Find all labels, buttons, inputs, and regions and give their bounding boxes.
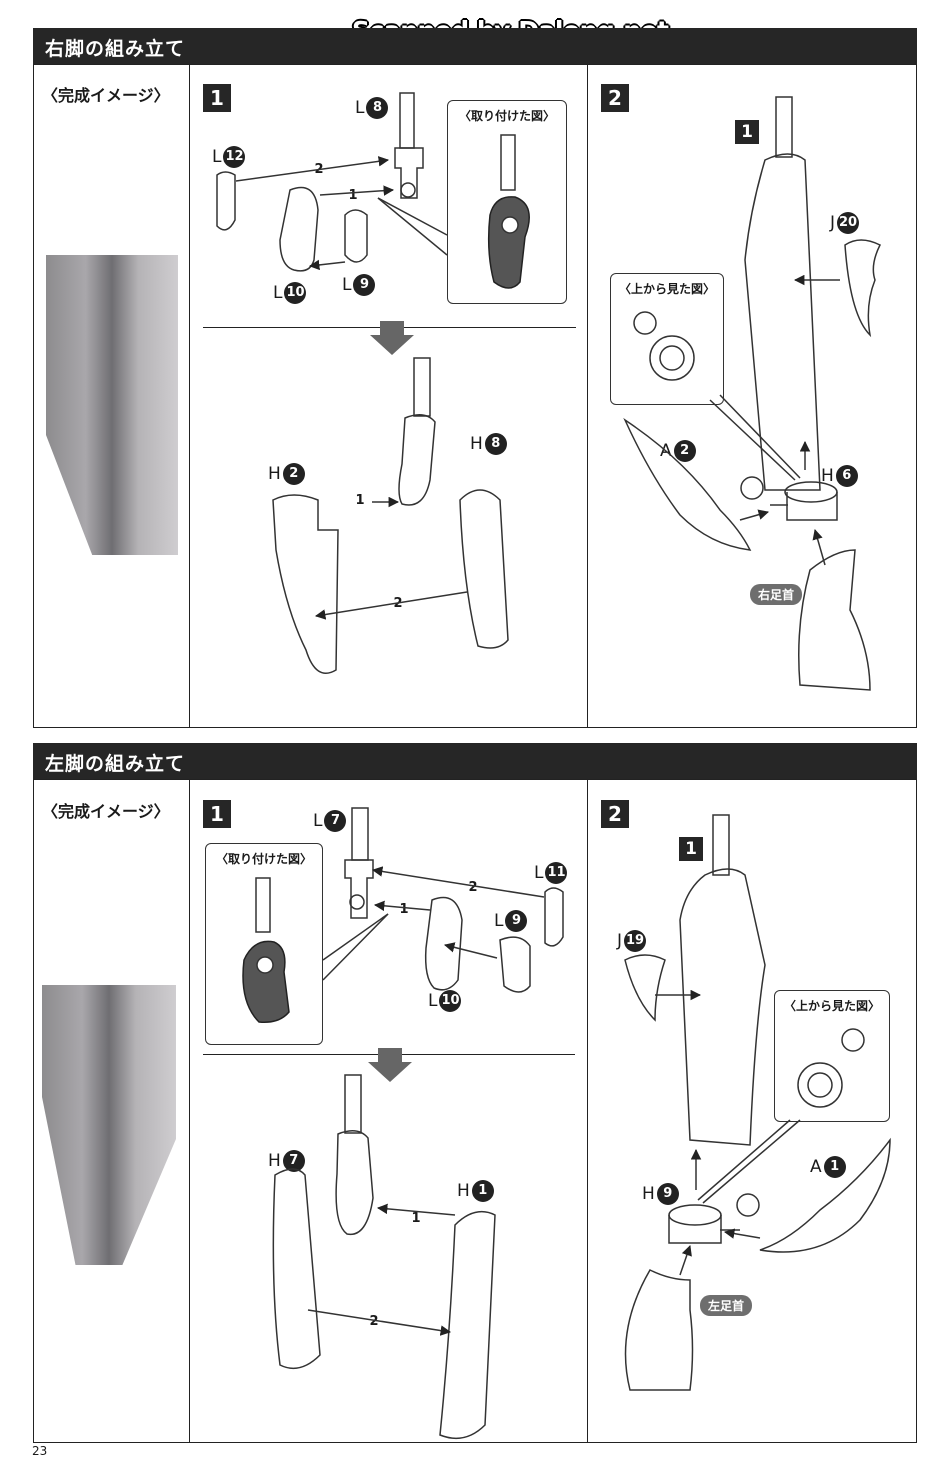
step-badge: 2	[601, 84, 629, 112]
divider	[189, 779, 190, 1443]
right-leg-frame	[33, 64, 917, 728]
assembly-order-marker: 1	[355, 493, 365, 508]
completed-image-title: 〈完成イメージ〉	[42, 802, 170, 821]
section-title: 右脚の組み立て	[45, 38, 186, 60]
left-leg-frame	[33, 779, 917, 1443]
section-header-left-leg: 左脚の組み立て	[33, 743, 917, 779]
sub-step-badge: 1	[735, 120, 759, 144]
page-number: 23	[32, 1444, 48, 1458]
assembly-order-marker: 1	[399, 902, 409, 917]
section-header-right-leg: 右脚の組み立て	[33, 28, 917, 64]
divider	[587, 64, 588, 728]
assembly-order-marker: 1	[348, 188, 358, 203]
assembly-order-marker: 2	[468, 880, 478, 895]
ankle-tag: 右足首	[750, 584, 803, 605]
assembly-order-marker: 2	[369, 1314, 379, 1329]
assembly-order-marker: 1	[411, 1211, 421, 1226]
inset-title: 〈取り付けた図〉	[215, 852, 312, 866]
section-title: 左脚の組み立て	[45, 753, 186, 775]
divider	[189, 64, 190, 728]
inset-title: 〈上から見た図〉	[783, 999, 880, 1013]
sub-step-badge: 1	[679, 837, 703, 861]
top-view-inset: 〈上から見た図〉	[774, 990, 890, 1122]
inset-title: 〈上から見た図〉	[618, 282, 715, 296]
inset-title: 〈取り付けた図〉	[458, 109, 555, 123]
ankle-tag: 左足首	[700, 1295, 753, 1316]
completed-image-title: 〈完成イメージ〉	[42, 86, 170, 105]
step-badge: 2	[601, 800, 629, 828]
top-view-inset: 〈上から見た図〉	[610, 273, 724, 405]
step-badge: 1	[203, 800, 231, 828]
step-badge: 1	[203, 84, 231, 112]
divider	[587, 779, 588, 1443]
